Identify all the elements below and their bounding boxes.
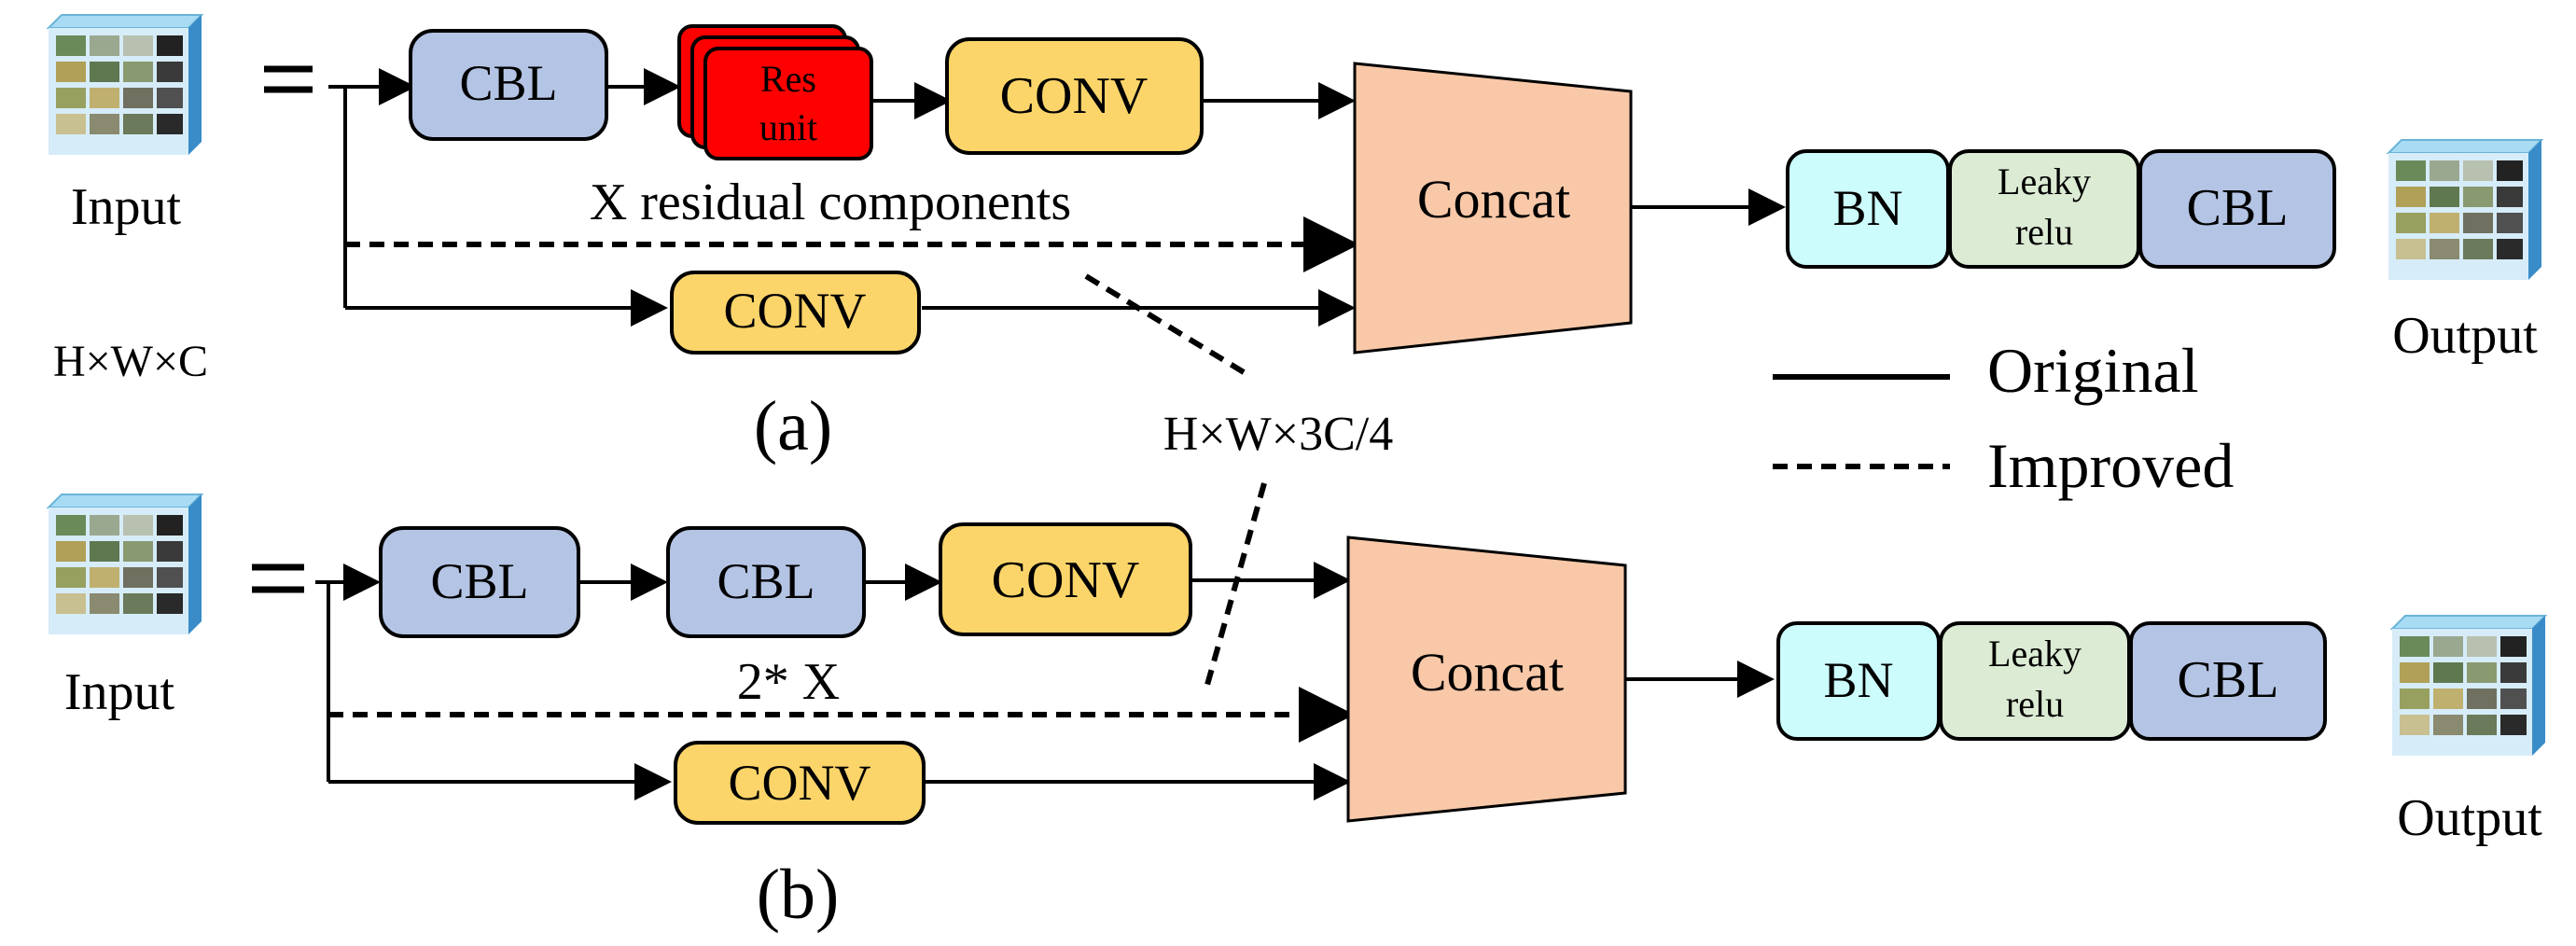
concat-block — [1353, 62, 1633, 355]
cbl2-label: CBL — [717, 553, 815, 609]
bn-label-b: BN — [1823, 652, 1893, 708]
conv-block-bottom-b — [674, 741, 926, 825]
leaky-label-line1: Leaky — [1998, 160, 2091, 202]
legend-improved-label: Improved — [1987, 430, 2234, 501]
bn-label: BN — [1832, 180, 1902, 236]
input-label-b: Input — [64, 663, 175, 721]
branch-connectors-b — [315, 562, 1775, 800]
equals-sign-b — [252, 563, 304, 593]
repeat-label-b: 2* X — [737, 653, 840, 711]
legend-original-label: Original — [1987, 335, 2199, 406]
panel-b: Input CBL CBL CONV 2* X CONV Concat — [48, 494, 2546, 934]
conv-top-label-b: CONV — [992, 551, 1140, 609]
cbl-block — [409, 29, 608, 141]
cbl-out-label-b: CBL — [2178, 651, 2279, 709]
res-unit-stack: Res unit — [677, 24, 873, 160]
annotation-label: H×W×3C/4 — [1163, 408, 1393, 461]
concat-label: Concat — [1417, 169, 1570, 230]
cbl-block-1 — [379, 526, 580, 638]
cbl-out-block — [2138, 149, 2336, 269]
output-label-b: Output — [2397, 789, 2542, 847]
conv-block-top — [945, 37, 1204, 155]
concat-label-b: Concat — [1411, 642, 1564, 703]
caption-a: (a) — [754, 387, 832, 466]
res-unit-label-line2: unit — [759, 106, 817, 148]
res-unit-label-line1: Res — [760, 58, 816, 100]
conv-bottom-label: CONV — [723, 283, 866, 339]
cbl-label: CBL — [459, 55, 557, 111]
dimension-annotation: H×W×3C/4 — [1084, 273, 1393, 686]
input-feature-map-icon — [48, 14, 202, 156]
input-label: Input — [71, 178, 182, 236]
cbl-out-label: CBL — [2187, 179, 2289, 237]
conv-top-label: CONV — [1000, 67, 1149, 125]
leaky-label-line2: relu — [2015, 211, 2073, 253]
dimension-label: H×W×C — [53, 337, 208, 386]
conv-block-bottom — [670, 271, 921, 355]
concat-block-b — [1346, 536, 1627, 823]
conv-bottom-label-b: CONV — [728, 755, 870, 811]
cbl1-label: CBL — [430, 553, 528, 609]
leaky-label-line2-b: relu — [2006, 683, 2064, 725]
cbl-out-block-b — [2129, 621, 2327, 741]
input-feature-map-icon-b — [48, 494, 202, 635]
output-feature-map-icon-b — [2391, 615, 2546, 757]
output-label: Output — [2392, 307, 2538, 365]
legend: Original Improved — [1773, 335, 2234, 501]
equals-sign — [264, 65, 313, 93]
repeat-label: X residual components — [590, 174, 1071, 231]
conv-block-top-b — [939, 522, 1192, 636]
caption-b: (b) — [757, 856, 840, 934]
output-feature-map-icon — [2388, 139, 2542, 281]
cbl-block-2 — [666, 526, 866, 638]
leaky-label-line1-b: Leaky — [1988, 633, 2082, 675]
